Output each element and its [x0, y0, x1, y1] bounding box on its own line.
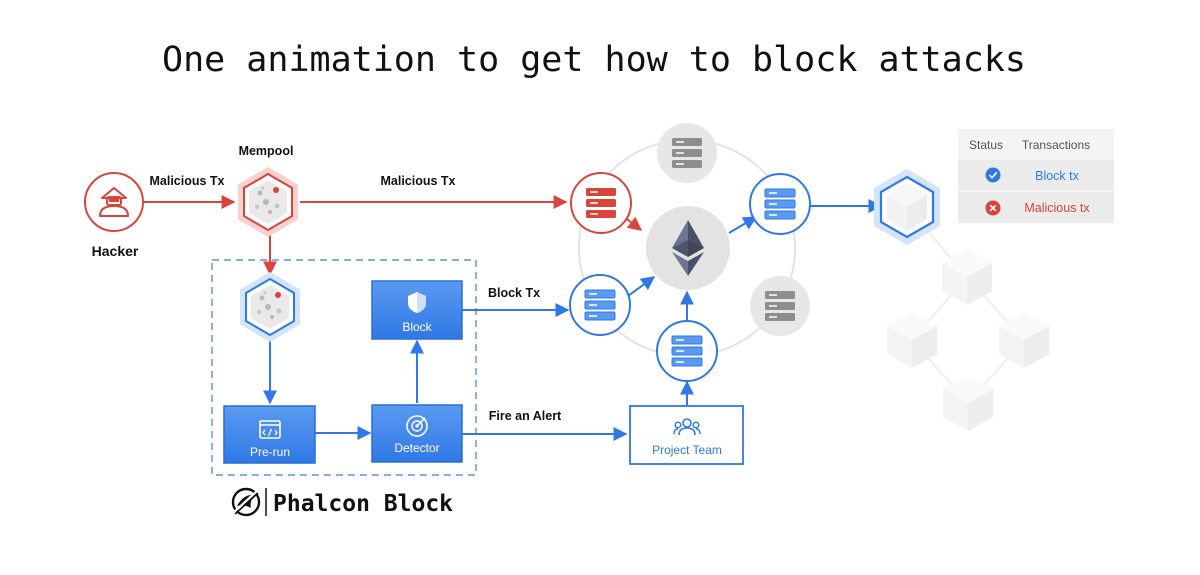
legend-header-transactions: Transactions	[1022, 138, 1090, 152]
hacker-node	[84, 172, 144, 232]
edge-eth-right-node	[728, 216, 758, 234]
block-box: Block	[371, 280, 463, 340]
server-icon	[764, 188, 796, 220]
server-node-gray-right	[750, 276, 810, 336]
team-icon	[673, 418, 701, 436]
server-node-blue-bottom	[656, 320, 718, 382]
mempool-label: Mempool	[239, 144, 294, 158]
prerun-box: Pre-run	[223, 405, 316, 464]
edge-left-node-eth	[627, 276, 656, 297]
prerun-label: Pre-run	[250, 445, 290, 459]
project-team-label: Project Team	[652, 443, 722, 457]
brand-name: Phalcon Block	[273, 491, 453, 517]
x-circle-icon	[985, 200, 1001, 216]
edge-label-block-tx: Block Tx	[488, 286, 540, 300]
legend-row-block-tx: Block tx	[1035, 169, 1080, 183]
edge-label-malicious-tx-2: Malicious Tx	[380, 174, 455, 188]
server-icon	[765, 291, 795, 321]
phalcon-logo	[231, 487, 267, 517]
edge-label-fire-alert: Fire an Alert	[489, 409, 562, 423]
server-node-gray-top	[657, 123, 717, 183]
edge-label-malicious-tx-1: Malicious Tx	[149, 174, 224, 188]
server-node-blue-left	[569, 274, 631, 336]
radar-icon	[406, 415, 428, 437]
server-icon	[672, 138, 702, 168]
legend-row-malicious-tx: Malicious tx	[1024, 201, 1090, 215]
edges	[144, 195, 883, 441]
server-icon	[671, 335, 703, 367]
server-node-red	[570, 172, 632, 234]
server-node-blue-right	[749, 173, 811, 235]
phalcon-block-frame	[211, 259, 477, 476]
new-block-node	[874, 169, 940, 245]
server-icon	[586, 188, 616, 218]
mempool-blue	[240, 272, 300, 342]
code-window-icon	[259, 420, 281, 439]
project-team-box: Project Team	[629, 405, 744, 465]
server-icon	[584, 289, 616, 321]
detector-label: Detector	[394, 441, 439, 455]
ethereum-node	[646, 206, 730, 290]
legend-table: Status Transactions Block tx Malicious t…	[958, 129, 1114, 223]
check-circle-icon	[985, 167, 1001, 183]
legend-header-status: Status	[969, 138, 1003, 152]
block-label: Block	[402, 320, 432, 334]
hacker-icon	[99, 187, 129, 217]
ethereum-icon	[672, 220, 704, 276]
hacker-label: Hacker	[92, 243, 139, 259]
blockchain-cubes	[887, 207, 1049, 431]
mempool-red	[238, 167, 298, 237]
shield-icon	[408, 292, 426, 313]
detector-box: Detector	[371, 404, 463, 463]
mempool-tx-dot	[273, 187, 279, 193]
page-title: One animation to get how to block attack…	[162, 40, 1026, 80]
